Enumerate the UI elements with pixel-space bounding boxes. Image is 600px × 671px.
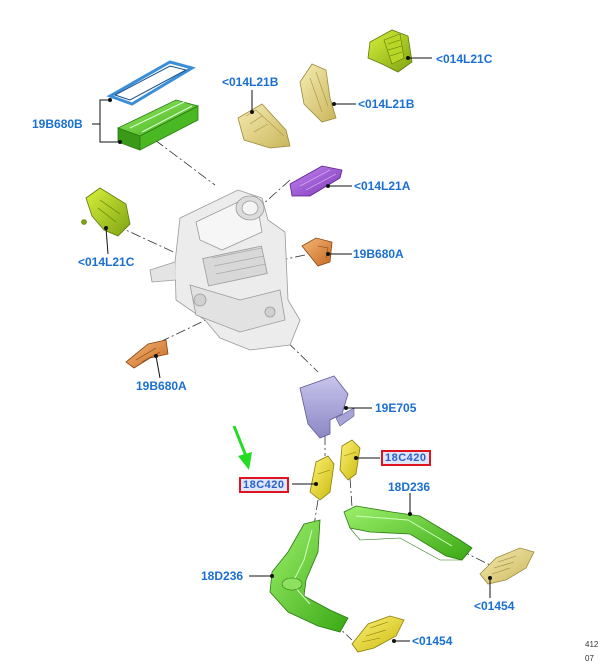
label-19b680b[interactable]: 19B680B <box>32 117 83 131</box>
label-01454-bottom[interactable]: <01454 <box>412 634 453 648</box>
label-18d236-right[interactable]: 18D236 <box>388 480 431 494</box>
duct-purple <box>289 165 343 197</box>
leader-dots <box>104 56 492 643</box>
label-014l21a[interactable]: <014L21A <box>354 179 411 193</box>
label-014l21c-left[interactable]: <014L21C <box>78 255 135 269</box>
bracket-left <box>81 187 131 237</box>
duct-tan-upper-right <box>299 63 337 123</box>
label-18c420-left[interactable]: 18C420 <box>239 477 289 493</box>
cabin-filter-element <box>116 99 200 151</box>
duct-orange-right <box>301 237 333 267</box>
label-014l21b-left[interactable]: <014L21B <box>222 75 279 89</box>
label-18c420-right[interactable]: 18C420 <box>381 450 431 466</box>
label-18d236-left[interactable]: 18D236 <box>201 569 244 583</box>
label-19e705[interactable]: 19E705 <box>375 401 417 415</box>
vent-bottom <box>351 615 405 653</box>
adapter-lavender <box>299 375 355 439</box>
bracket-top-right <box>367 29 413 73</box>
label-014l21c-top[interactable]: <014L21C <box>436 52 493 66</box>
leader-lines <box>92 57 491 642</box>
duct-green-right <box>343 505 473 561</box>
connector-left <box>309 455 335 501</box>
label-014l21b-right[interactable]: <014L21B <box>358 97 415 111</box>
vent-right <box>479 547 535 585</box>
label-01454-right[interactable]: <01454 <box>474 599 515 613</box>
footer-code-line1: 412 <box>585 640 599 649</box>
hvac-housing <box>149 189 301 351</box>
label-19b680a-left[interactable]: 19B680A <box>136 379 187 393</box>
green-arrow-icon <box>232 425 252 470</box>
duct-green-left <box>269 519 349 633</box>
duct-tan-upper-left <box>237 103 291 149</box>
duct-orange-left <box>125 339 169 369</box>
footer-code-line2: 07 <box>585 654 594 663</box>
cabin-filter-frame <box>106 60 196 106</box>
label-19b680a-right[interactable]: 19B680A <box>353 247 404 261</box>
connector-right <box>339 439 361 481</box>
